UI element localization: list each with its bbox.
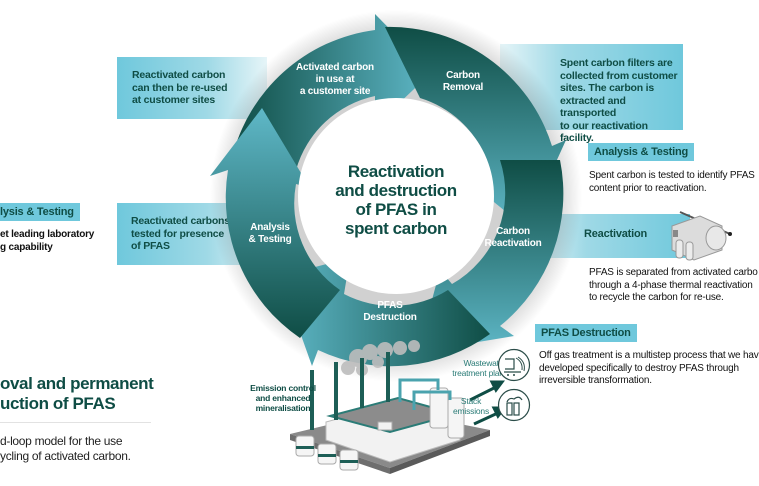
- callout-line: collected from customer: [560, 69, 678, 82]
- label-line: Emission control: [250, 383, 316, 393]
- step-line: Reactivation: [484, 238, 542, 249]
- desc-line: Off gas treatment is a multistep process…: [539, 350, 759, 361]
- step-label-activated-carbon: Activated carbon in use at a customer si…: [290, 62, 380, 98]
- smoke-clouds: [341, 340, 420, 376]
- label-line: Stack: [460, 396, 482, 406]
- callout-line: tested for presence: [131, 227, 225, 240]
- step-line: Carbon: [496, 226, 530, 237]
- center-title-line: of PFAS in: [355, 200, 437, 219]
- callout-line: can then be re-used: [132, 81, 228, 94]
- callout-reused: Reactivated carbon can then be re-used a…: [117, 57, 267, 119]
- heading-line: uction of PFAS: [0, 394, 116, 413]
- step-line: Destruction: [363, 312, 417, 323]
- label-line: Wastewater: [463, 358, 506, 368]
- callout-line: Spent carbon filters are: [560, 57, 673, 69]
- tag-left-analysis-testing: lysis & Testing: [0, 203, 80, 221]
- desc-reactivation: PFAS is separated from activated carbo t…: [589, 267, 758, 305]
- callout-line: of PFAS: [131, 240, 170, 252]
- emission-control-label: Emission control and enhanced mineralisa…: [248, 383, 318, 413]
- arrow-analysis-testing: [210, 108, 340, 338]
- step-label-carbon-reactivation: Carbon Reactivation: [478, 226, 548, 250]
- subtext-line: d-loop model for the use: [0, 434, 123, 448]
- stack-emissions-icon: [497, 388, 531, 422]
- desc-line: g capability: [0, 241, 53, 253]
- callout-line: Reactivated carbons: [131, 215, 230, 227]
- cycle-ring: [210, 10, 582, 382]
- desc-line: to recycle the carbon for re-use.: [589, 292, 724, 303]
- callout-line: sites. The carbon is: [560, 82, 655, 94]
- step-line: Carbon: [446, 70, 480, 81]
- desc-line: irreversible transformation.: [539, 375, 652, 386]
- tag-reactivation: Reactivation: [584, 228, 648, 240]
- callout-line: Reactivated carbon: [132, 69, 226, 81]
- step-label-analysis-testing: Analysis & Testing: [240, 222, 300, 246]
- reactivation-kiln-icon: [671, 211, 732, 261]
- step-line: Activated carbon: [296, 62, 374, 73]
- desc-left-analysis: et leading laboratory g capability: [0, 229, 94, 254]
- desc-pfas-destruction: Off gas treatment is a multistep process…: [539, 350, 759, 388]
- tag-analysis-testing: Analysis & Testing: [588, 143, 694, 161]
- step-line: Analysis: [250, 222, 290, 233]
- wastewater-treatment-icon: [497, 348, 531, 382]
- left-subtext: d-loop model for the use ycling of activ…: [0, 434, 131, 464]
- heading-line: oval and permanent: [0, 374, 154, 393]
- desc-line: through a 4-phase thermal reactivation: [589, 279, 753, 291]
- subtext-line: ycling of activated carbon.: [0, 449, 131, 463]
- wastewater-label: Wastewater treatment plant: [440, 358, 506, 378]
- arrow-activated-carbon: [232, 14, 432, 170]
- step-line: a customer site: [299, 86, 371, 97]
- left-heading: oval and permanent uction of PFAS: [0, 374, 154, 414]
- label-line: mineralisation: [255, 403, 311, 413]
- desc-analysis-testing: Spent carbon is tested to identify PFAS …: [589, 170, 755, 195]
- treatment-facility-illustration: [290, 340, 507, 474]
- label-line: treatment plant: [452, 368, 506, 378]
- center-title: Reactivation and destruction of PFAS in …: [316, 162, 476, 238]
- desc-line: et leading laboratory: [0, 229, 95, 240]
- step-line: in use at: [315, 74, 355, 85]
- desc-line: PFAS is separated from activated carbo: [589, 267, 758, 278]
- desc-line: developed specifically to destroy PFAS t…: [539, 362, 739, 374]
- desc-line: Spent carbon is tested to identify PFAS: [589, 170, 755, 181]
- callout-line: extracted and transported: [560, 94, 626, 120]
- desc-line: content prior to reactivation.: [589, 182, 707, 194]
- step-label-pfas-destruction: PFAS Destruction: [350, 300, 430, 324]
- label-line: emissions: [453, 406, 489, 416]
- step-line: PFAS: [377, 300, 403, 311]
- tag-pfas-destruction: PFAS Destruction: [535, 324, 637, 342]
- left-divider: [0, 422, 151, 423]
- center-title-line: spent carbon: [345, 219, 447, 238]
- center-title-line: and destruction: [335, 181, 457, 200]
- callout-line: at customer sites: [132, 94, 215, 106]
- step-label-carbon-removal: Carbon Removal: [428, 70, 498, 94]
- center-title-line: Reactivation: [347, 162, 445, 181]
- step-line: Removal: [442, 82, 484, 93]
- label-line: and enhanced: [255, 393, 311, 403]
- step-line: & Testing: [248, 234, 292, 245]
- stack-emissions-label: Stack emissions: [446, 396, 496, 416]
